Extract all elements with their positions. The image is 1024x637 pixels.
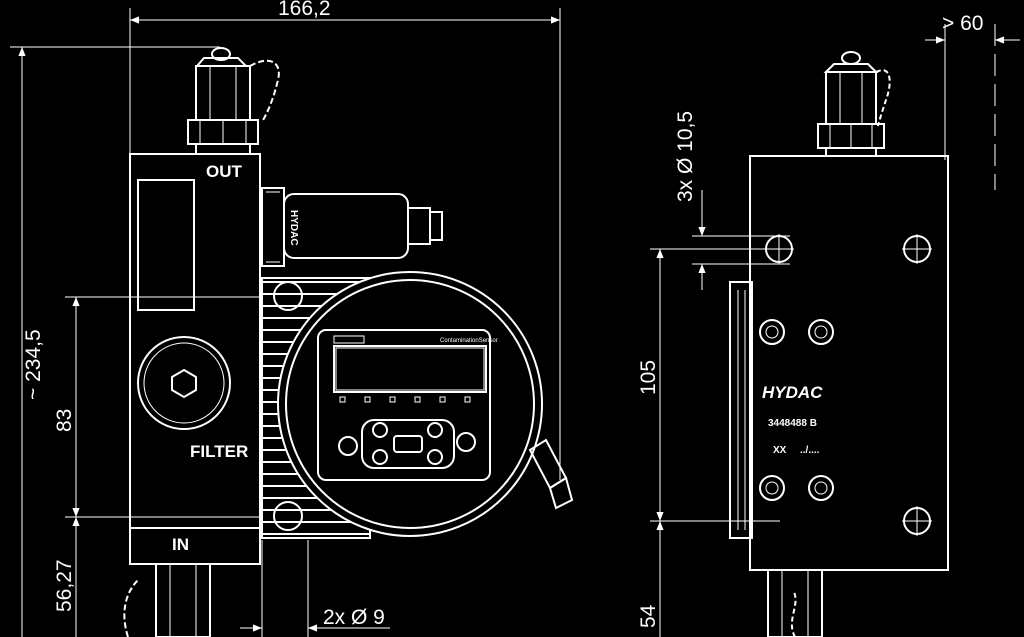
dimension-inlet-offset-label: 56,27 (53, 559, 76, 612)
in-port-label: IN (172, 535, 189, 554)
dimension-width-label: 166,2 (278, 0, 331, 20)
rear-outlet-coupling (817, 51, 891, 157)
cable-gland (528, 438, 574, 510)
dimension-side-holes-label: 2x Ø 9 (323, 606, 385, 629)
esc-key (338, 436, 358, 456)
cap-chain (249, 59, 280, 123)
filter-housing: OUT FILTER IN (129, 153, 261, 565)
left-key (372, 449, 388, 465)
nameplate: HYDAC 3448488 B XX ../.... (762, 383, 823, 456)
dimension-clearance: > 60 (925, 12, 1020, 190)
pressure-sensor: HYDAC (261, 187, 443, 267)
outlet-coupling (187, 47, 259, 155)
dimension-height-total-label: ~ 234,5 (22, 329, 45, 400)
part-number-label: 3448488 B (768, 418, 817, 429)
out-port-label: OUT (206, 162, 243, 181)
dimension-side-holes: 2x Ø 9 (240, 540, 390, 637)
dimension-rear-height: 105 (637, 248, 780, 522)
dimension-inlet-offset: 56,27 (53, 517, 80, 637)
date-code-b-label: ../.... (800, 445, 820, 456)
inlet-coupling (123, 563, 211, 637)
ok-key (456, 432, 476, 452)
indicator-row (339, 396, 471, 403)
controller-display (335, 347, 485, 391)
control-pad (338, 419, 476, 469)
right-key (427, 449, 443, 465)
controller-housing: ContaminationSensor (277, 271, 543, 537)
dimension-filter-height: 83 (53, 296, 290, 518)
rear-housing (729, 155, 949, 571)
filter-plug-hex (171, 368, 197, 399)
rear-mount-holes (764, 234, 932, 536)
svg-text:ContaminationSensor: ContaminationSensor (440, 338, 498, 344)
filter-label: FILTER (190, 442, 248, 461)
brand-label: HYDAC (762, 383, 823, 402)
dimension-height-total: ~ 234,5 (10, 46, 220, 637)
dimension-rear-holes: 3x Ø 10,5 (674, 111, 790, 290)
dimension-rear-bottom: 54 (637, 521, 664, 637)
dimension-rear-holes-label: 3x Ø 10,5 (674, 111, 697, 202)
plus-key (427, 422, 443, 438)
sensor-brand-label: HYDAC (288, 210, 299, 246)
menu-key (393, 435, 423, 453)
rear-bolts (759, 319, 834, 501)
rear-inlet-coupling (767, 569, 823, 637)
dimension-rear-bottom-label: 54 (637, 604, 660, 628)
dimension-clearance-label: > 60 (942, 12, 983, 35)
dimension-rear-height-label: 105 (637, 360, 660, 395)
minus-key (372, 422, 388, 438)
dimension-filter-height-label: 83 (53, 409, 76, 432)
date-code-a-label: XX (773, 445, 787, 456)
dimension-width-top: 166,2 (129, 0, 561, 480)
